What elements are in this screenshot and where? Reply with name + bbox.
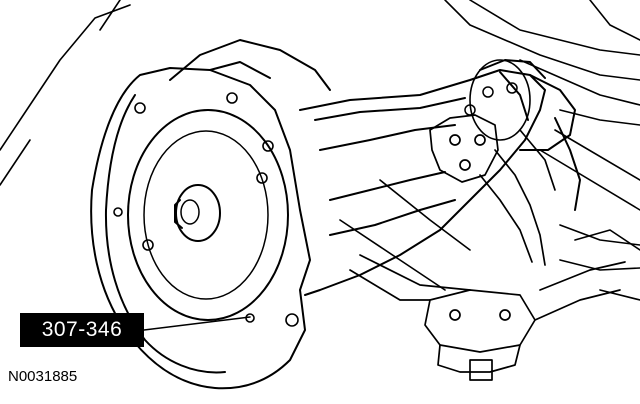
- torque-converter: [127, 109, 289, 321]
- bell-housing-bolts: [113, 92, 299, 327]
- transmission-case: [299, 59, 546, 296]
- crossmember: [339, 179, 640, 291]
- vehicle-frame-lines: [0, 0, 640, 301]
- callout-leader-line: [143, 316, 251, 331]
- callout-label: 307-346: [20, 313, 144, 347]
- valve-body-bracket: [429, 114, 556, 266]
- figure-id: N0031885: [8, 368, 78, 385]
- transmission-mount: [349, 254, 626, 381]
- extension-housing: [519, 74, 581, 211]
- bell-housing: [90, 39, 331, 390]
